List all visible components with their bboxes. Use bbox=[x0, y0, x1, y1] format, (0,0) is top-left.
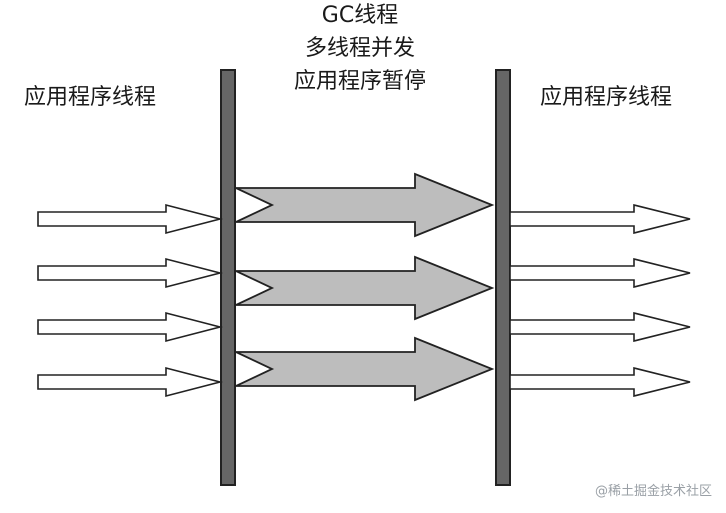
app-thread-arrow-left-3 bbox=[37, 311, 224, 343]
pause-end-bar bbox=[495, 69, 511, 486]
app-pause-label: 应用程序暂停 bbox=[294, 69, 426, 94]
gc-threads-label: GC线程 bbox=[322, 3, 398, 28]
app-thread-arrow-left-2 bbox=[37, 257, 224, 289]
gc-concurrency-label: 多线程并发 bbox=[305, 36, 415, 61]
pause-start-bar bbox=[220, 69, 236, 486]
left-threads-label: 应用程序线程 bbox=[24, 85, 156, 110]
app-thread-arrow-right-3 bbox=[509, 311, 691, 343]
right-threads-label: 应用程序线程 bbox=[540, 85, 672, 110]
gc-thread-arrow-3 bbox=[235, 336, 495, 402]
app-thread-arrow-right-4 bbox=[509, 366, 691, 398]
app-thread-arrow-left-4 bbox=[37, 366, 224, 398]
app-thread-arrow-right-2 bbox=[509, 257, 691, 289]
gc-thread-arrow-1 bbox=[235, 172, 495, 238]
gc-thread-arrow-2 bbox=[235, 255, 495, 321]
watermark-text: @稀土掘金技术社区 bbox=[595, 483, 712, 499]
app-thread-arrow-left-1 bbox=[37, 203, 224, 235]
app-thread-arrow-right-1 bbox=[509, 203, 691, 235]
